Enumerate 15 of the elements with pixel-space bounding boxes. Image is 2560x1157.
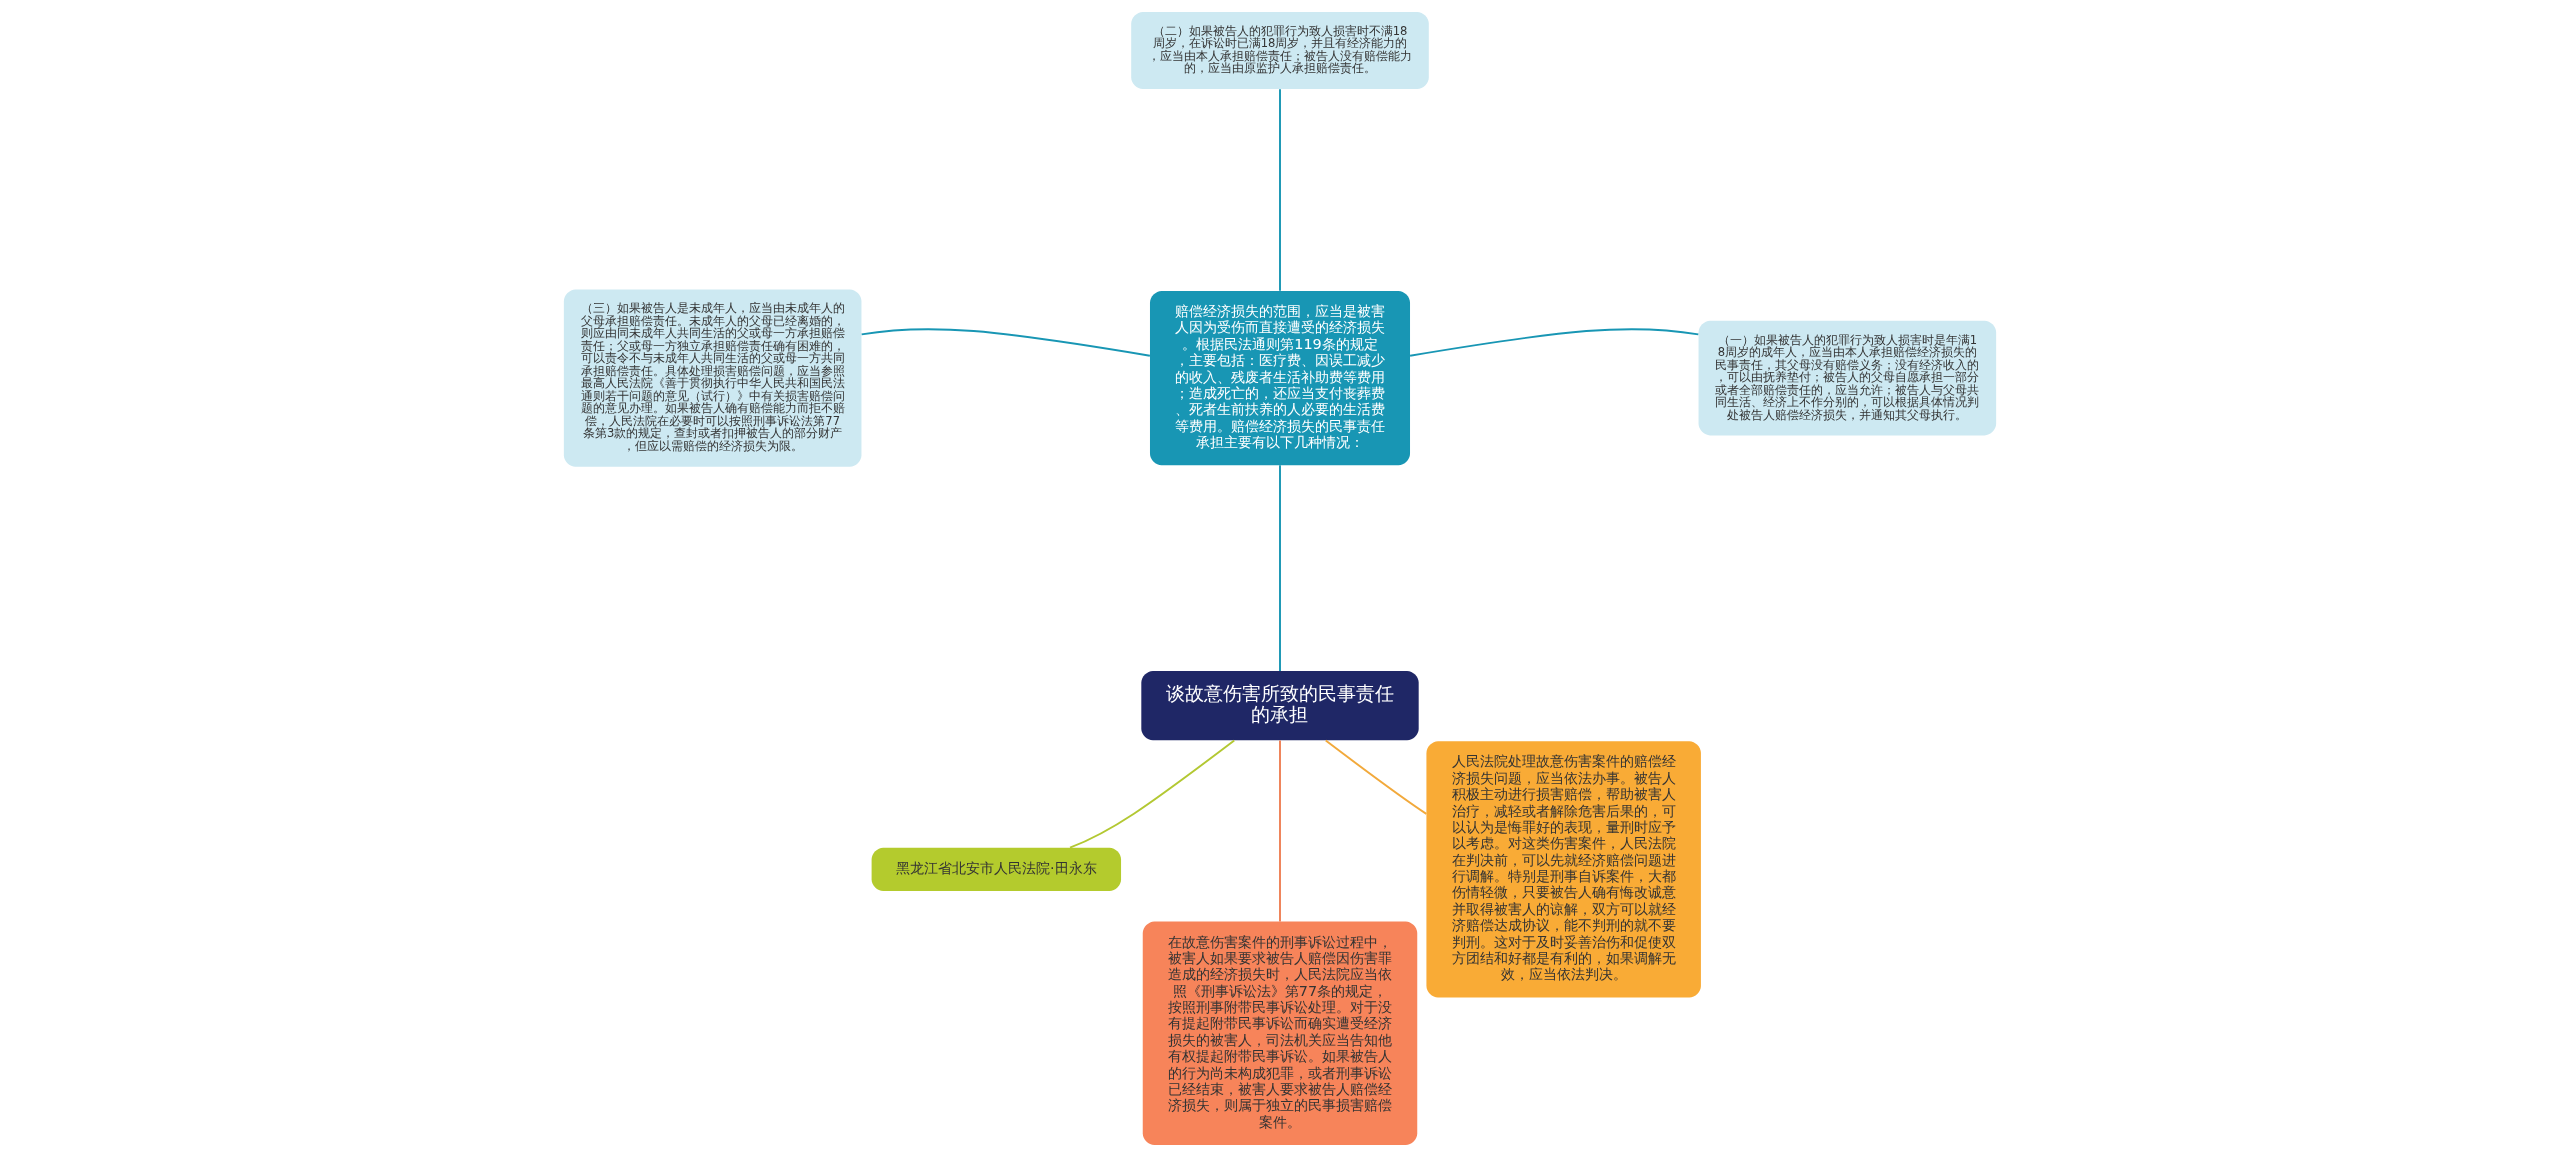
connector: [1279, 88, 1281, 292]
node-box: 赔偿经济损失的范围，应当是被害人因为受伤而直接遭受的经济损失。根据民法通则第119条的规定，主要包括：医疗费、因误工减少的收入、残废者生活补助费等费用；造成死亡的，还应当支付丧葬费、死者生前扶养的人必要的生活费等费用。赔偿经济损失的民事责任承担主要有以下几种情况：: [1150, 290, 1410, 466]
node-box: 谈故意伤害所致的民事责任的承担: [1141, 671, 1419, 741]
node-box: （三）如果被告人是未成年人，应当由未成年人的父母承担赔偿责任。未成年人的父母已经离婚的，则应由同未成年人共同生活的父或母一方承担赔偿责任；父或母一方独立承担赔偿责任确有困难的，可以责令不与未成年人共同生活的父或母一方共同承担赔偿责任。具体处理损害赔偿问题，应当参照最高人民法院《善于贯彻执行中华人民共和国民法通则若干问题的意见（试行）》中有关损害赔偿问题的意见办理。如果被告人确有赔偿能力而拒不赔偿，人民法院在必要时可以按照刑事诉讼法第77条第3款的规定，查封或者扣押被告人的部分财产，但应以需赔偿的经济损失为限。: [563, 289, 862, 467]
node-box: （二）如果被告人的犯罪行为致人损害时不满18周岁，在诉讼时已满18周岁，并且有经济能力的，应当由本人承担赔偿责任；被告人没有赔偿能力的，应当由原监护人承担赔偿责任。: [1131, 12, 1429, 90]
connector: [1069, 739, 1236, 849]
node-box: 人民法院处理故意伤害案件的赔偿经济损失问题，应当依法办事。被告人积极主动进行损害赔偿，帮助被害人治疗，减轻或者解除危害后果的，可以认为是悔罪好的表现，量刑时应予以考虑。对这类伤害案件，人民法院在判决前，可以先就经济赔偿问题进行调解。特别是刑事自诉案件，大都伤情轻微，只要被告人确有悔改诚意并取得被害人的谅解，双方可以就经济赔偿达成协议，能不判刑的就不要判刑。这对于及时妥善治伤和促使双方团结和好都是有利的，如果调解无效，应当依法判决。: [1426, 741, 1701, 998]
connector: [1279, 739, 1281, 923]
connector: [1324, 739, 1428, 815]
node-box: 在故意伤害案件的刑事诉讼过程中，被害人如果要求被告人赔偿因伤害罪造成的经济损失时，人民法院应当依照《刑事诉讼法》第77条的规定，按照刑事附带民事诉讼处理。对于没有提起附带民事诉讼而确实遭受经济损失的被害人，司法机关应当告知他有权提起附带民事诉讼。如果被告人的行为尚未构成犯罪，或者刑事诉讼已经结束，被害人要求被告人赔偿经济损失，则属于独立的民事损害赔偿案件。: [1142, 921, 1418, 1145]
connector: [1409, 328, 1700, 357]
node-box: 黑龙江省北安市人民法院·田永东: [871, 847, 1122, 892]
connector: [1279, 464, 1281, 672]
node-box: （一）如果被告人的犯罪行为致人损害时是年满18周岁的成年人，应当由本人承担赔偿经济损失的民事责任，其父母没有赔偿义务；没有经济收入的，可以由抚养垫付；被告人的父母自愿承担一部分或者全部赔偿责任的，应当允许；被告人与父母共同生活、经济上不作分别的，可以根据具体情况判处被告人赔偿经济损失，并通知其父母执行。: [1698, 320, 1997, 436]
connector: [860, 328, 1151, 357]
